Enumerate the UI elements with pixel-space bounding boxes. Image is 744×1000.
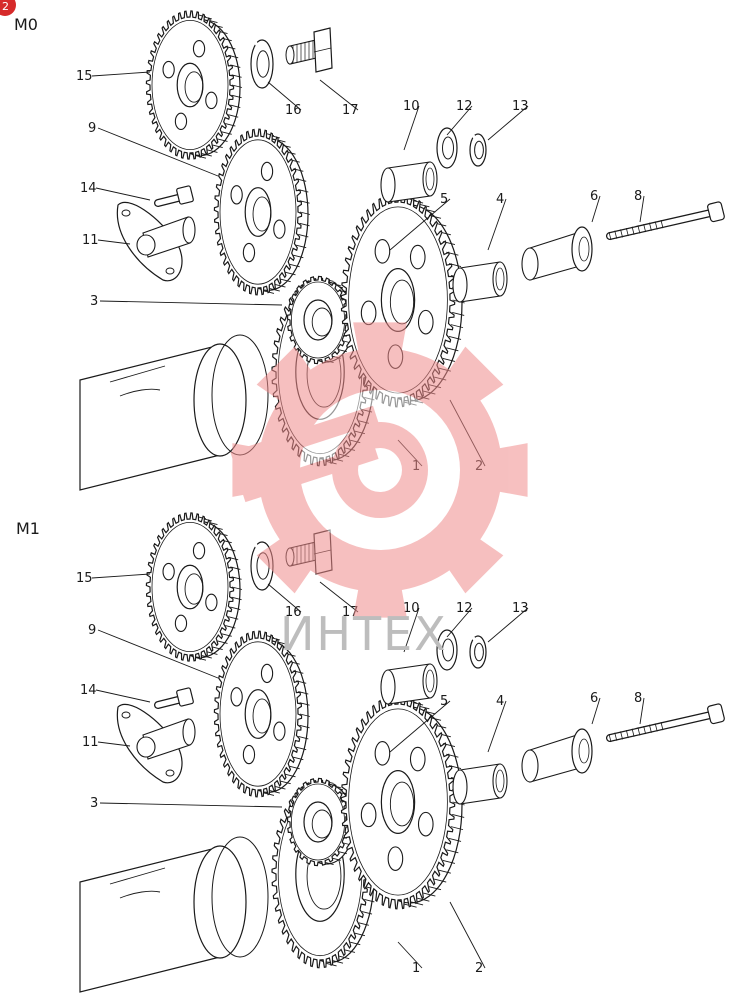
gear-15 xyxy=(145,10,243,160)
part-label-2: 2 xyxy=(475,961,483,976)
part-label-12: 12 xyxy=(456,99,473,114)
leader-line xyxy=(389,700,451,753)
part-label-8: 8 xyxy=(634,691,642,706)
leader-line xyxy=(403,105,420,151)
leader-line xyxy=(591,697,601,725)
leader-line xyxy=(319,79,359,111)
part-label-10: 10 xyxy=(403,99,420,114)
gear-9 xyxy=(213,630,311,798)
part-label-5: 5 xyxy=(440,694,448,709)
part-label-3: 3 xyxy=(90,796,98,811)
leader-line xyxy=(403,607,420,653)
camshaft xyxy=(79,836,269,993)
watermark-logo xyxy=(230,322,528,618)
plate-11 xyxy=(116,201,196,282)
part-label-4: 4 xyxy=(496,192,504,207)
leader-line xyxy=(95,689,151,703)
part-label-5: 5 xyxy=(440,192,448,207)
part-label-14: 14 xyxy=(80,683,97,698)
watermark-text: ИНТЕХ xyxy=(280,607,448,661)
screw-14 xyxy=(154,185,194,207)
camshaft xyxy=(79,334,269,491)
leader-line xyxy=(389,198,451,251)
part-label-13: 13 xyxy=(512,99,529,114)
part-label-13: 13 xyxy=(512,601,529,616)
leader-line xyxy=(97,741,131,747)
spacer-6 xyxy=(521,226,593,281)
stud-17 xyxy=(285,27,333,73)
gear-2 xyxy=(340,192,465,408)
screw-14 xyxy=(154,687,194,709)
leader-line xyxy=(97,629,219,679)
part-label-6: 6 xyxy=(590,189,598,204)
leader-line xyxy=(267,81,302,111)
bushing-10 xyxy=(380,161,438,203)
plate-11 xyxy=(116,703,196,784)
leader-line xyxy=(487,607,529,643)
part-label-10: 10 xyxy=(403,601,420,616)
leader-line xyxy=(97,239,131,245)
part-label-9: 9 xyxy=(88,121,96,136)
part-label-1: 1 xyxy=(412,961,420,976)
leader-line xyxy=(591,195,601,223)
part-label-14: 14 xyxy=(80,181,97,196)
leader-line xyxy=(446,105,473,136)
washer-16 xyxy=(250,39,274,89)
gear-9 xyxy=(213,128,311,296)
bolt-8 xyxy=(606,703,725,743)
leader-line xyxy=(267,583,302,613)
bolt-8 xyxy=(606,201,725,241)
part-label-11: 11 xyxy=(82,735,99,750)
washer-12 xyxy=(436,127,458,169)
spacer-6 xyxy=(521,728,593,783)
leader-line xyxy=(487,105,529,141)
snap-ring-13 xyxy=(469,133,487,167)
leader-line xyxy=(319,581,359,613)
part-label-3: 3 xyxy=(90,294,98,309)
leader-line xyxy=(446,607,473,638)
part-label-8: 8 xyxy=(634,189,642,204)
leader-line xyxy=(91,71,151,77)
gear-15 xyxy=(145,512,243,662)
part-label-17: 17 xyxy=(342,103,359,118)
part-label-9: 9 xyxy=(88,623,96,638)
leader-line xyxy=(95,187,151,201)
gear-2 xyxy=(340,694,465,910)
leader-line xyxy=(99,300,283,306)
snap-ring-13 xyxy=(469,635,487,669)
leader-line xyxy=(397,941,423,969)
leader-line xyxy=(91,573,151,579)
part-label-16: 16 xyxy=(285,605,302,620)
part-label-4: 4 xyxy=(496,694,504,709)
section-m0: M0151617910121314511468312 xyxy=(14,10,725,491)
part-label-15: 15 xyxy=(76,69,93,84)
section-title: M0 xyxy=(14,15,38,34)
bushing-4 xyxy=(452,763,508,805)
leader-line xyxy=(639,195,645,223)
leader-line xyxy=(97,127,219,177)
part-label-12: 12 xyxy=(456,601,473,616)
part-label-16: 16 xyxy=(285,103,302,118)
leader-line xyxy=(449,901,486,969)
leader-line xyxy=(99,802,283,808)
washer-12 xyxy=(436,629,458,671)
part-label-15: 15 xyxy=(76,571,93,586)
section-title: M1 xyxy=(16,519,40,538)
bushing-4 xyxy=(452,261,508,303)
part-label-11: 11 xyxy=(82,233,99,248)
leader-line xyxy=(487,700,507,753)
leader-line xyxy=(487,198,507,251)
part-label-6: 6 xyxy=(590,691,598,706)
corner-badge: 2 xyxy=(0,0,16,16)
gear-3 xyxy=(286,777,356,867)
leader-line xyxy=(639,697,645,725)
bushing-10 xyxy=(380,663,438,705)
